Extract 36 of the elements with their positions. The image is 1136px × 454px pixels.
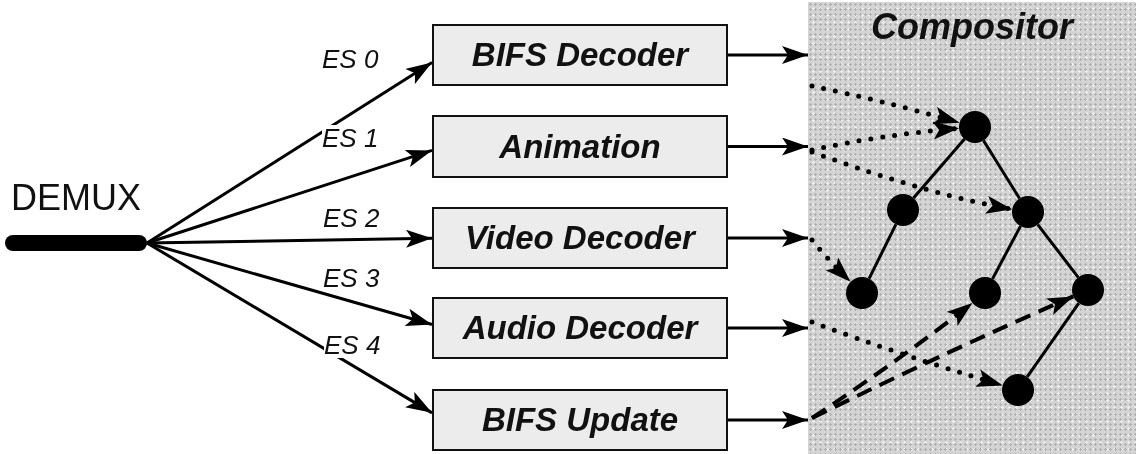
tree-node-dot [846,277,878,309]
tree-node-dot [959,111,991,143]
arrow [728,319,808,337]
box-label: BIFS Decoder [471,36,689,74]
stream-bar [5,235,147,251]
arrow [146,241,433,415]
tree-node-dot [1002,374,1034,406]
box-label: BIFS Update [481,401,679,439]
arrow [728,137,808,156]
tree-node-dot [969,277,1001,309]
tree-node-dot [1012,196,1044,228]
tree-link [1036,223,1080,279]
panel-title: Compositor [870,6,1076,48]
tree-link [991,225,1022,280]
tree-node-dot [887,194,919,226]
process-box [432,389,728,451]
process-box [432,207,728,269]
process-box [432,297,728,359]
arrow [146,241,433,327]
box-label: Video Decoder [465,219,695,257]
box-label: Animation [499,127,661,166]
arrow [728,411,808,429]
process-box [432,115,728,178]
process-box [432,24,728,86]
compositor-panel [808,2,1136,454]
tree-link [912,138,966,199]
dashed-arrow [811,294,1075,420]
arrow [728,229,808,247]
tree-link [1025,302,1081,378]
tree-node-dot [1072,274,1104,306]
box-label: Audio Decoder [462,309,698,347]
demux-label: DEMUX [11,177,141,219]
dotted-arrow [809,121,962,153]
tree-link [867,223,898,280]
tree-link [982,139,1021,200]
arrow [728,46,808,64]
